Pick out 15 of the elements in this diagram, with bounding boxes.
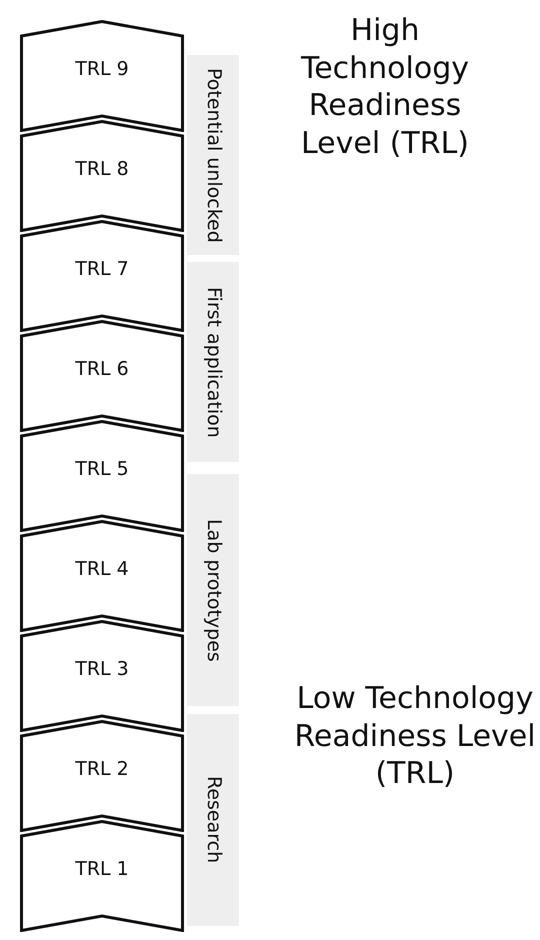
stage-band: First application [187, 262, 239, 462]
level-label: TRL 2 [74, 758, 130, 780]
level-label: TRL 5 [74, 458, 130, 480]
level-label: TRL 9 [74, 58, 130, 80]
level-label: TRL 1 [74, 858, 130, 880]
scale-end-label: Low Technology Readiness Level (TRL) [293, 680, 537, 792]
level-label: TRL 7 [74, 258, 130, 280]
stage-band: Research [187, 714, 239, 926]
level-label: TRL 4 [74, 558, 130, 580]
scale-end-label: High Technology Readiness Level (TRL) [300, 12, 470, 162]
level-label: TRL 8 [74, 158, 130, 180]
level-label: TRL 3 [74, 658, 130, 680]
stage-band: Lab prototypes [187, 474, 239, 706]
stage-band: Potential unlocked [187, 55, 239, 255]
level-label: TRL 6 [74, 358, 130, 380]
